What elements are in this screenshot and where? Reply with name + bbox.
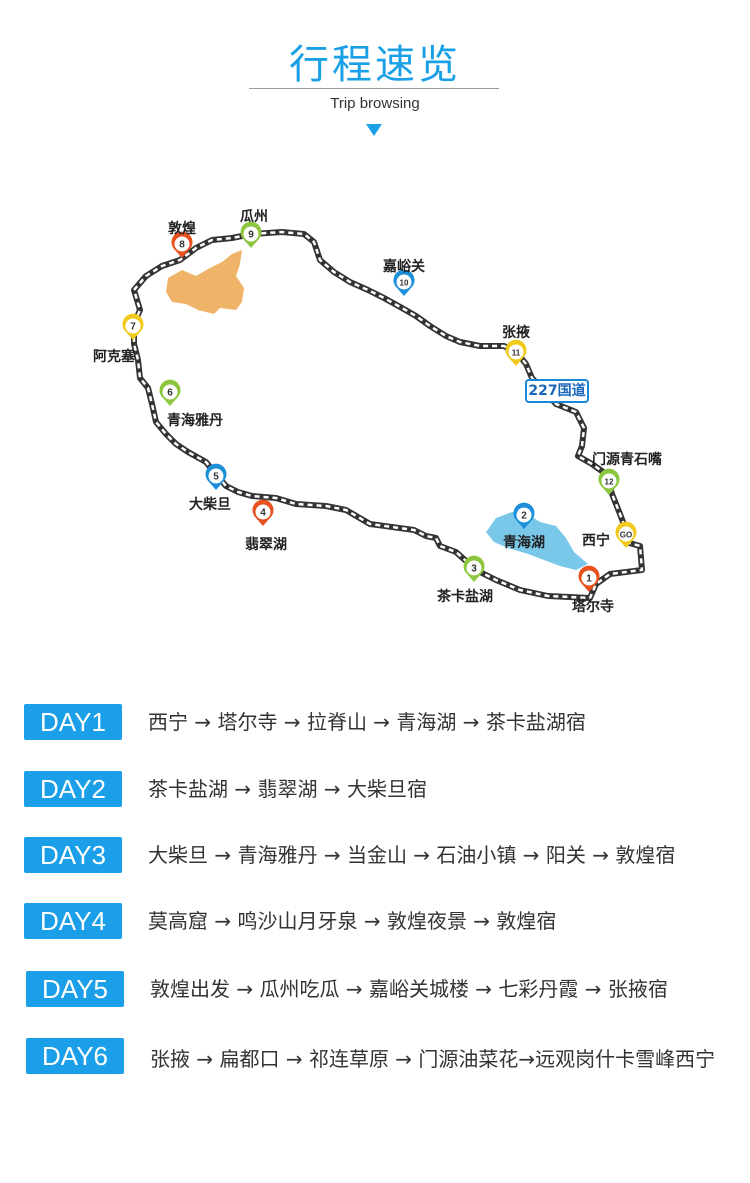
map-pin-number: 1 xyxy=(586,574,592,585)
day-badge: DAY5 xyxy=(26,971,124,1007)
day-route-text: 莫高窟 → 鸣沙山月牙泉 → 敦煌夜景 → 敦煌宿 xyxy=(148,909,557,933)
down-arrow-icon xyxy=(366,124,382,136)
day-badge: DAY2 xyxy=(24,771,122,807)
map-place-label: 敦煌 xyxy=(168,221,196,237)
map-pin-7: 7 xyxy=(122,313,144,340)
map-pin-number: 7 xyxy=(130,322,136,333)
map-pin-number: 5 xyxy=(213,472,219,483)
map-pin-9: 9 xyxy=(240,221,262,248)
map-pin-4: 4 xyxy=(252,499,274,526)
day-route-text: 西宁 → 塔尔寺 → 拉脊山 → 青海湖 → 茶卡盐湖宿 xyxy=(148,710,586,734)
map-place-label: 门源青石嘴 xyxy=(592,452,662,468)
map-place-label: 茶卡盐湖 xyxy=(437,589,493,605)
map-pin-number: 6 xyxy=(167,388,173,399)
day-route-text: 茶卡盐湖 → 翡翠湖 → 大柴旦宿 xyxy=(148,777,427,801)
day-route-text: 张掖 → 扁都口 → 祁连草原 → 门源油菜花→远观岗什卡雪峰西宁 xyxy=(150,1047,716,1071)
map-place-label: 塔尔寺 xyxy=(572,599,614,615)
map-pin-8: 8 xyxy=(171,231,193,258)
map-pin-3: 3 xyxy=(463,555,485,582)
route-line-inner xyxy=(132,230,644,600)
map-pin-go: GO xyxy=(615,521,637,548)
map-pin-11: 11 xyxy=(505,339,527,366)
map-pin-number: 9 xyxy=(248,230,254,241)
map-pin-5: 5 xyxy=(205,463,227,490)
map-pin-number: GO xyxy=(620,531,632,540)
day-badge: DAY3 xyxy=(24,837,122,873)
day-route-text: 敦煌出发 → 瓜州吃瓜 → 嘉峪关城楼 → 七彩丹霞 → 张掖宿 xyxy=(150,977,668,1001)
map-place-label: 张掖 xyxy=(502,325,530,341)
day-badge: DAY1 xyxy=(24,704,122,740)
map-pin-number: 3 xyxy=(471,564,477,575)
day-badge: DAY4 xyxy=(24,903,122,939)
day-route-text: 大柴旦 → 青海雅丹 → 当金山 → 石油小镇 → 阳关 → 敦煌宿 xyxy=(148,843,676,867)
day-badge: DAY6 xyxy=(26,1038,124,1074)
map-pin-6: 6 xyxy=(159,379,181,406)
map-place-label: 阿克塞 xyxy=(93,349,135,365)
map-pin-number: 8 xyxy=(179,240,185,251)
map-pin-number: 12 xyxy=(605,478,614,487)
map-pin-2: 2 xyxy=(513,502,535,529)
map-place-label: 西宁 xyxy=(582,533,610,549)
map-place-label: 大柴旦 xyxy=(189,497,231,513)
map-pin-10: 10 xyxy=(393,269,415,296)
map-place-label: 翡翠湖 xyxy=(245,537,287,553)
page-title: 行程速览 xyxy=(289,42,461,88)
page-subtitle: Trip browsing xyxy=(330,95,420,112)
road-badge-227: 227国道 xyxy=(525,379,589,403)
map-pin-12: 12 xyxy=(598,468,620,495)
map-pin-number: 11 xyxy=(512,349,521,358)
map-place-label: 青海雅丹 xyxy=(167,413,223,429)
title-divider xyxy=(249,88,499,89)
map-place-label: 青海湖 xyxy=(503,535,545,551)
desert-area xyxy=(166,250,244,314)
map-pin-number: 4 xyxy=(260,508,266,519)
map-place-label: 嘉峪关 xyxy=(383,259,425,275)
map-pin-number: 10 xyxy=(400,279,409,288)
map-pin-1: 1 xyxy=(578,565,600,592)
map-pin-number: 2 xyxy=(521,511,527,522)
lake-area xyxy=(486,512,588,570)
map-place-label: 瓜州 xyxy=(240,209,268,225)
